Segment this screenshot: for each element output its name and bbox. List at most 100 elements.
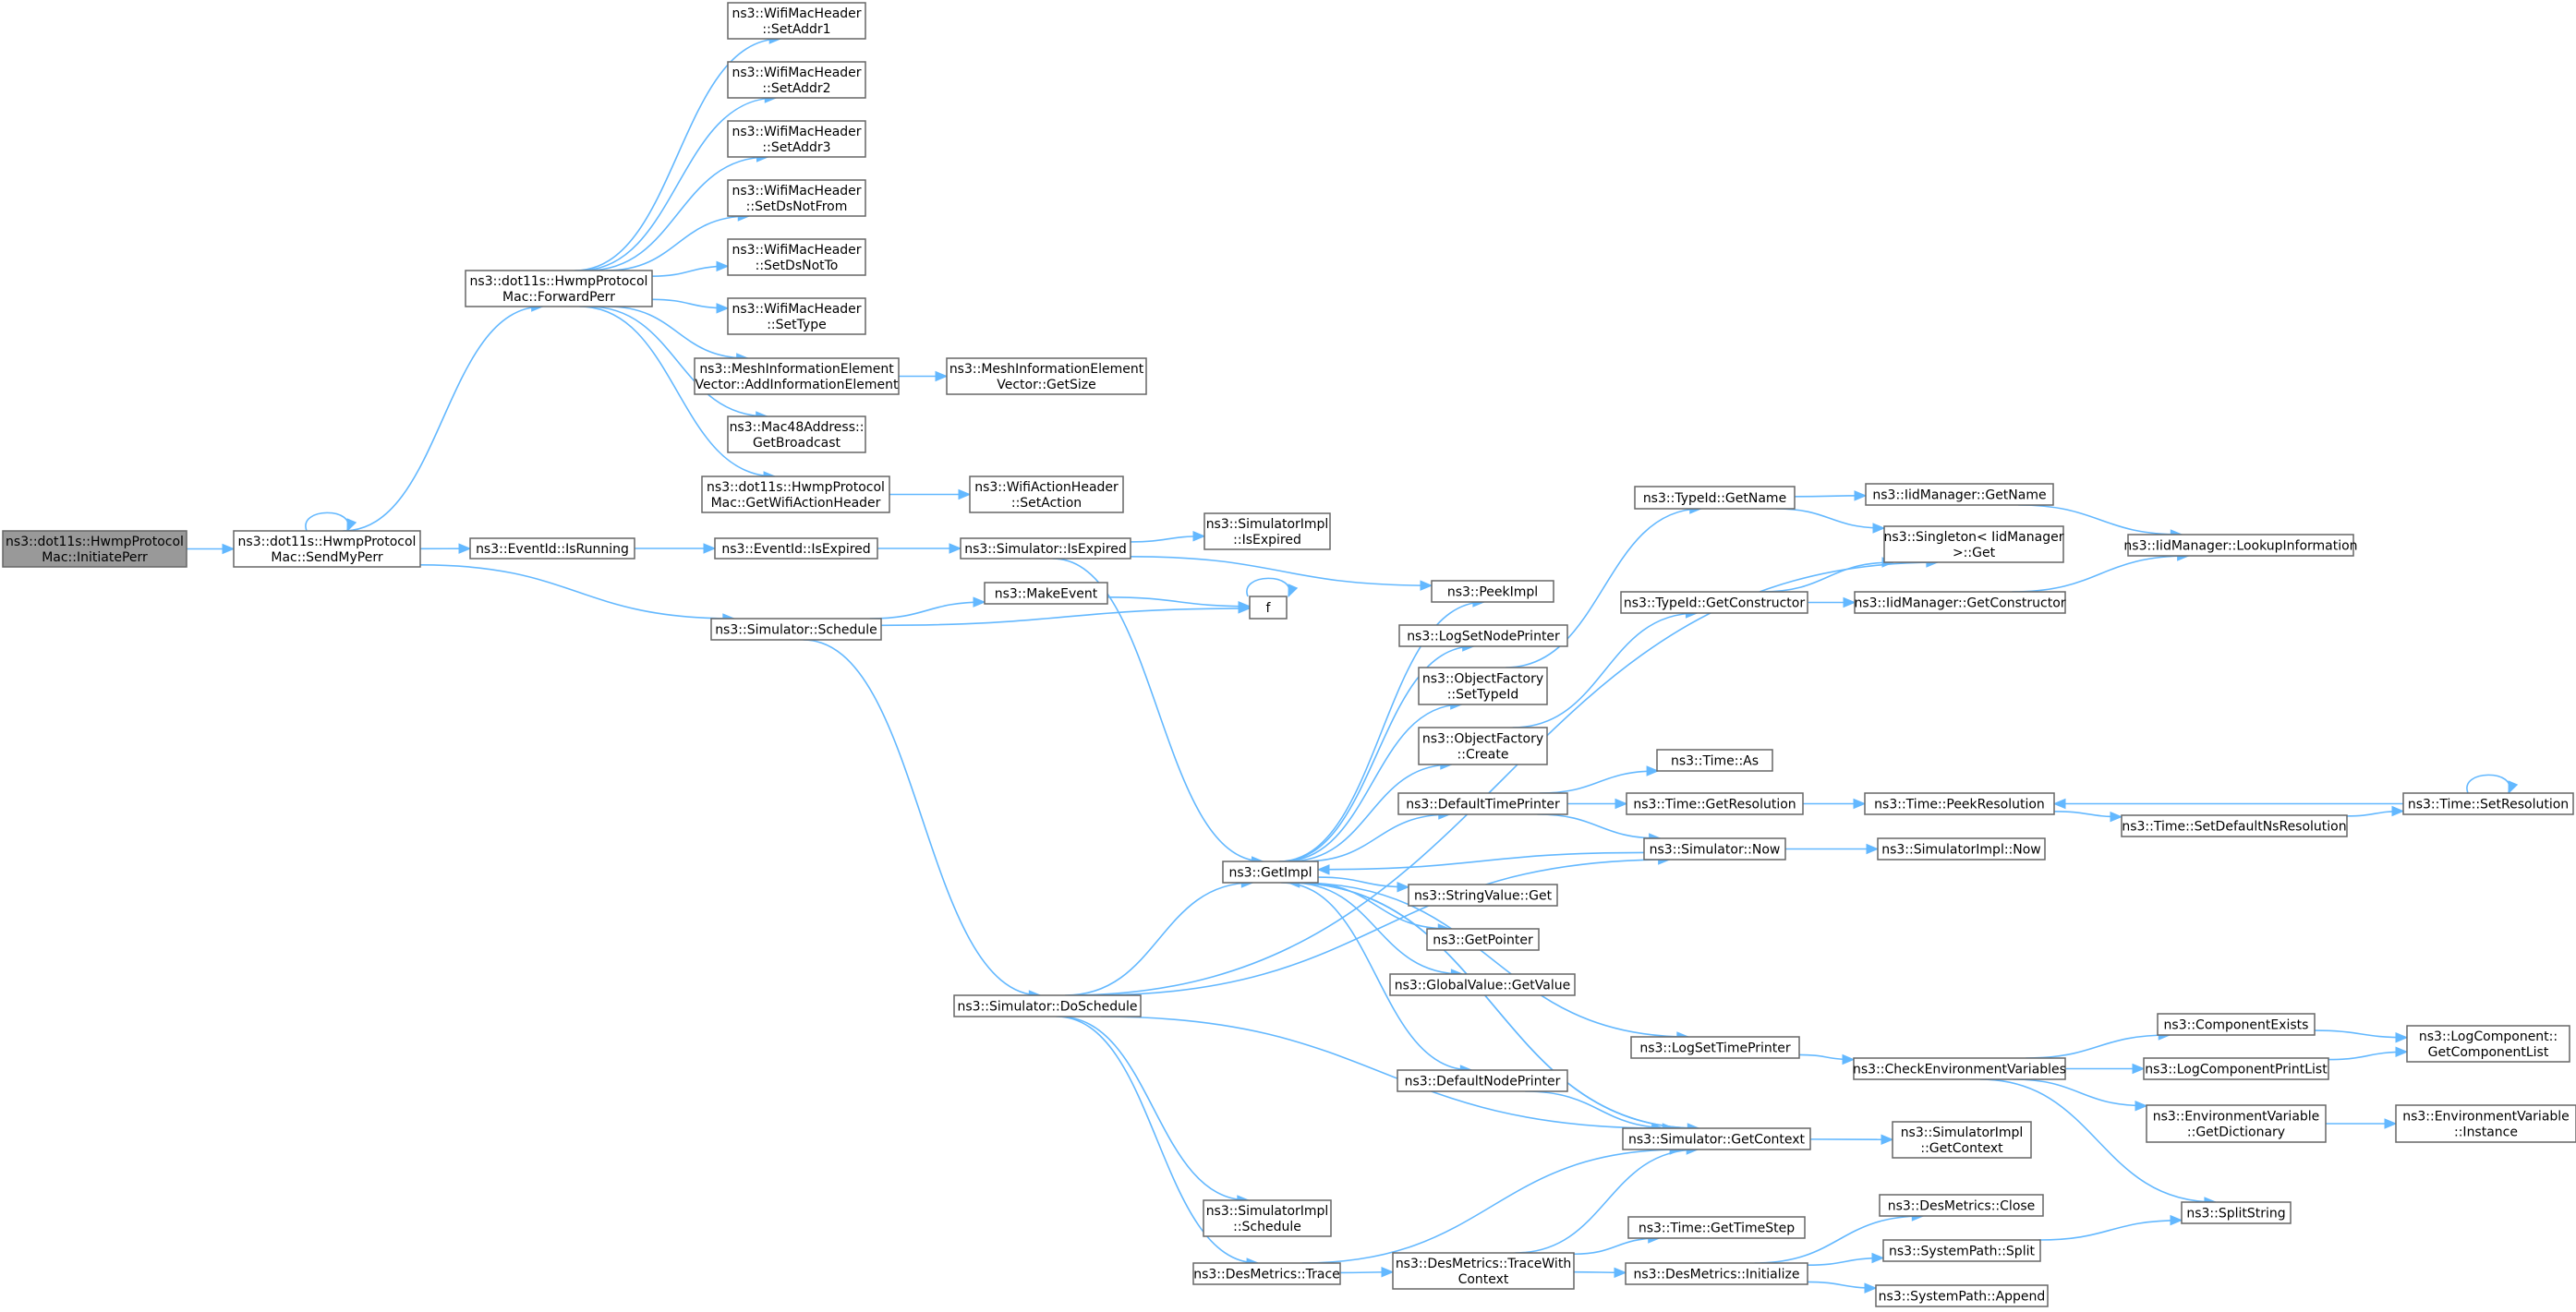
node-peek-impl[interactable]: ns3::PeekImpl [1431,580,1554,603]
edge-typeid-get-constructor-to-singleton-get [1761,561,1894,593]
edge-typeid-get-name-to-iidmanager-get-name-arrowhead [1854,490,1868,501]
edge-eventid-is-running-to-eventid-is-expired-arrowhead [703,543,717,554]
node-global-value-get-value[interactable]: ns3::GlobalValue::GetValue [1389,973,1576,996]
node-default-node-printer[interactable]: ns3::DefaultNodePrinter [1397,1069,1568,1092]
node-label: ns3::GetPointer [1433,933,1533,948]
node-eventid-is-expired[interactable]: ns3::EventId::IsExpired [714,537,878,560]
node-eventid-is-running[interactable]: ns3::EventId::IsRunning [469,537,635,560]
node-typeid-get-name[interactable]: ns3::TypeId::GetName [1634,486,1796,510]
node-desmetrics-trace[interactable]: ns3::DesMetrics::Trace [1192,1262,1341,1285]
node-label: Mac::ForwardPerr [502,290,615,305]
node-get-impl[interactable]: ns3::GetImpl [1222,861,1319,884]
node-simulator-do-schedule[interactable]: ns3::Simulator::DoSchedule [953,994,1142,1017]
node-log-set-time-printer[interactable]: ns3::LogSetTimePrinter [1630,1036,1800,1059]
node-label: ns3::EventId::IsRunning [476,542,629,557]
node-time-get-resolution[interactable]: ns3::Time::GetResolution [1626,792,1804,815]
node-initiate-perr[interactable]: ns3::dot11s::HwmpProtocolMac::InitiatePe… [2,530,187,568]
node-systempath-append[interactable]: ns3::SystemPath::Append [1875,1284,2049,1307]
edge-get-impl-to-of-create [1288,764,1452,862]
node-label: ns3::SimulatorImpl [1206,517,1329,532]
node-box [1892,1121,2032,1159]
node-mie-get-size[interactable]: ns3::MeshInformationElementVector::GetSi… [946,357,1147,395]
node-set-type[interactable]: ns3::WifiMacHeader::SetType [727,297,866,335]
node-label: ::SetType [767,318,827,332]
node-time-peek-resolution[interactable]: ns3::Time::PeekResolution [1864,792,2055,815]
node-time-set-resolution[interactable]: ns3::Time::SetResolution [2402,792,2574,815]
node-set-addr2[interactable]: ns3::WifiMacHeader::SetAddr2 [727,61,866,99]
node-simulator-get-context[interactable]: ns3::Simulator::GetContext [1622,1127,1811,1150]
node-box [2406,1025,2570,1063]
node-env-var-instance[interactable]: ns3::EnvironmentVariable::Instance [2395,1104,2576,1143]
node-set-ds-not-to[interactable]: ns3::WifiMacHeader::SetDsNotTo [727,238,866,276]
node-log-component-print-list[interactable]: ns3::LogComponentPrintList [2143,1057,2329,1080]
node-log-component-get-component-list[interactable]: ns3::LogComponent::GetComponentList [2406,1025,2570,1063]
node-iidmanager-get-name[interactable]: ns3::IidManager::GetName [1865,483,2054,506]
node-label: ns3::SplitString [2186,1207,2285,1222]
node-label: ::SetTypeId [1447,688,1519,703]
node-label: ns3::SystemPath::Split [1889,1245,2035,1259]
node-get-broadcast[interactable]: ns3::Mac48Address::GetBroadcast [727,415,866,453]
edge-f-to-f [1246,577,1290,597]
node-box [1630,1036,1800,1059]
node-simimpl-schedule[interactable]: ns3::SimulatorImpl::Schedule [1203,1199,1332,1237]
node-simimpl-is-expired[interactable]: ns3::SimulatorImpl::IsExpired [1203,512,1331,550]
node-forward-perr[interactable]: ns3::dot11s::HwmpProtocolMac::ForwardPer… [465,270,653,307]
node-label: ns3::CheckEnvironmentVariables [1853,1063,2066,1077]
node-simimpl-get-context[interactable]: ns3::SimulatorImpl::GetContext [1892,1121,2032,1159]
edge-forward-perr-to-set-addr2 [579,97,777,271]
node-f[interactable]: f [1249,596,1288,620]
node-box [710,618,882,641]
node-of-set-typeid[interactable]: ns3::ObjectFactory::SetTypeId [1418,667,1548,705]
node-box [2121,814,2348,837]
node-get-pointer[interactable]: ns3::GetPointer [1426,928,1540,951]
node-set-ds-not-from[interactable]: ns3::WifiMacHeader::SetDsNotFrom [727,179,866,217]
edge-check-environment-variables-to-log-component-print-list-arrowhead [2132,1063,2146,1075]
edge-log-set-time-printer-to-check-environment-variables-arrowhead [1842,1053,1856,1065]
node-label: ns3::Simulator::Now [1650,843,1781,858]
node-singleton-get[interactable]: ns3::Singleton< IidManager >::Get [1883,525,2064,563]
node-time-as[interactable]: ns3::Time::As [1656,749,1773,772]
node-simulator-is-expired[interactable]: ns3::Simulator::IsExpired [960,537,1131,560]
node-make-event[interactable]: ns3::MakeEvent [984,582,1108,605]
node-time-set-default-ns-resolution[interactable]: ns3::Time::SetDefaultNsResolution [2121,814,2348,837]
node-simulator-now[interactable]: ns3::Simulator::Now [1643,837,1786,861]
node-simimpl-now[interactable]: ns3::SimulatorImpl::Now [1877,837,2046,861]
node-string-value-get[interactable]: ns3::StringValue::Get [1408,884,1558,907]
node-box [946,357,1147,395]
node-box [1854,591,2066,614]
node-label: ns3::MeshInformationElement [949,362,1144,377]
edge-default-node-printer-to-simulator-get-context [1525,1090,1675,1129]
node-set-addr1[interactable]: ns3::WifiMacHeader::SetAddr1 [727,2,866,40]
node-label: GetComponentList [2428,1045,2549,1060]
node-typeid-get-constructor[interactable]: ns3::TypeId::GetConstructor [1620,591,1808,614]
node-iidmanager-get-constructor[interactable]: ns3::IidManager::GetConstructor [1854,591,2066,614]
node-check-environment-variables[interactable]: ns3::CheckEnvironmentVariables [1853,1057,2066,1080]
node-default-time-printer[interactable]: ns3::DefaultTimePrinter [1397,792,1568,815]
node-desmetrics-close[interactable]: ns3::DesMetrics::Close [1879,1194,2044,1217]
node-set-action[interactable]: ns3::WifiActionHeader::SetAction [969,475,1124,513]
node-box [2146,1104,2327,1143]
node-component-exists[interactable]: ns3::ComponentExists [2157,1013,2316,1036]
node-add-info-element[interactable]: ns3::MeshInformationElementVector::AddIn… [694,357,900,395]
node-label: ns3::MeshInformationElement [699,362,894,377]
node-systempath-split[interactable]: ns3::SystemPath::Split [1882,1239,2041,1262]
node-desmetrics-initialize[interactable]: ns3::DesMetrics::Initialize [1625,1262,1808,1285]
node-set-addr3[interactable]: ns3::WifiMacHeader::SetAddr3 [727,120,866,158]
edge-time-set-resolution-to-time-peek-resolution-arrowhead [2052,798,2066,810]
node-of-create[interactable]: ns3::ObjectFactory::Create [1418,727,1548,765]
node-label: Mac::SendMyPerr [271,550,382,565]
node-split-string[interactable]: ns3::SplitString [2181,1201,2292,1224]
node-log-set-node-printer[interactable]: ns3::LogSetNodePrinter [1398,624,1568,647]
node-box [1203,512,1331,550]
node-label: ns3::IidManager::GetConstructor [1854,596,2065,611]
node-box [1865,483,2054,506]
node-label: ns3::Time::GetResolution [1633,798,1796,812]
node-time-get-time-step[interactable]: ns3::Time::GetTimeStep [1627,1216,1806,1239]
node-env-var-get-dictionary[interactable]: ns3::EnvironmentVariable::GetDictionary [2146,1104,2327,1143]
node-get-wifi-action-header[interactable]: ns3::dot11s::HwmpProtocolMac::GetWifiAct… [701,475,890,513]
node-simulator-schedule[interactable]: ns3::Simulator::Schedule [710,618,882,641]
node-iidmanager-lookup-information[interactable]: ns3::IidManager::LookupInformation [2123,534,2358,557]
